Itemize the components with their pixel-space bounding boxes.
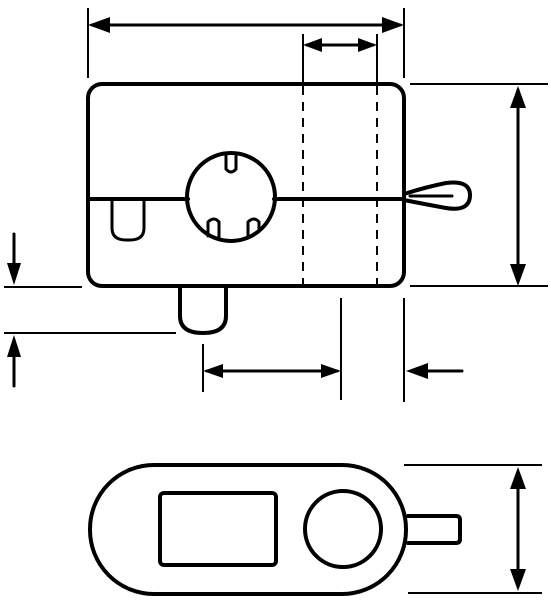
- arrowhead: [510, 86, 526, 108]
- arrowhead: [510, 569, 526, 591]
- arrowhead: [88, 17, 110, 33]
- bore-notch-top: [224, 154, 238, 174]
- dim-slot-width: [302, 34, 378, 84]
- dim-depth: [404, 464, 542, 594]
- front-view-dimensions: [4, 8, 548, 402]
- arrowhead: [510, 467, 526, 489]
- arrowhead: [203, 364, 223, 378]
- bore-notch-left: [206, 217, 221, 241]
- arrowhead: [510, 264, 526, 286]
- dim-right-offset: [403, 298, 464, 402]
- bottom-rect-window: [158, 491, 278, 567]
- arrowhead: [358, 38, 377, 52]
- arrowhead: [321, 364, 341, 378]
- bottom-pin: [178, 285, 228, 335]
- left-slot: [110, 198, 146, 242]
- dim-left-offset: [4, 232, 176, 388]
- bottom-tab: [406, 514, 462, 545]
- arrowhead: [7, 335, 21, 357]
- front-body-outline: [86, 82, 406, 288]
- center-bore: [185, 151, 277, 243]
- dim-overall-width: [87, 8, 405, 78]
- arrowhead: [406, 363, 428, 379]
- bottom-view: [88, 463, 462, 596]
- bottom-round-hole: [303, 489, 383, 569]
- front-view: [86, 82, 472, 335]
- arrowhead: [303, 38, 322, 52]
- dim-overall-height: [410, 83, 548, 287]
- pull-loop: [402, 180, 472, 211]
- arrowhead: [7, 263, 21, 285]
- dim-bolt-spacing: [202, 298, 342, 400]
- arrowhead: [382, 17, 404, 33]
- bore-notch-right: [246, 217, 261, 238]
- bottom-body-outline: [88, 463, 408, 596]
